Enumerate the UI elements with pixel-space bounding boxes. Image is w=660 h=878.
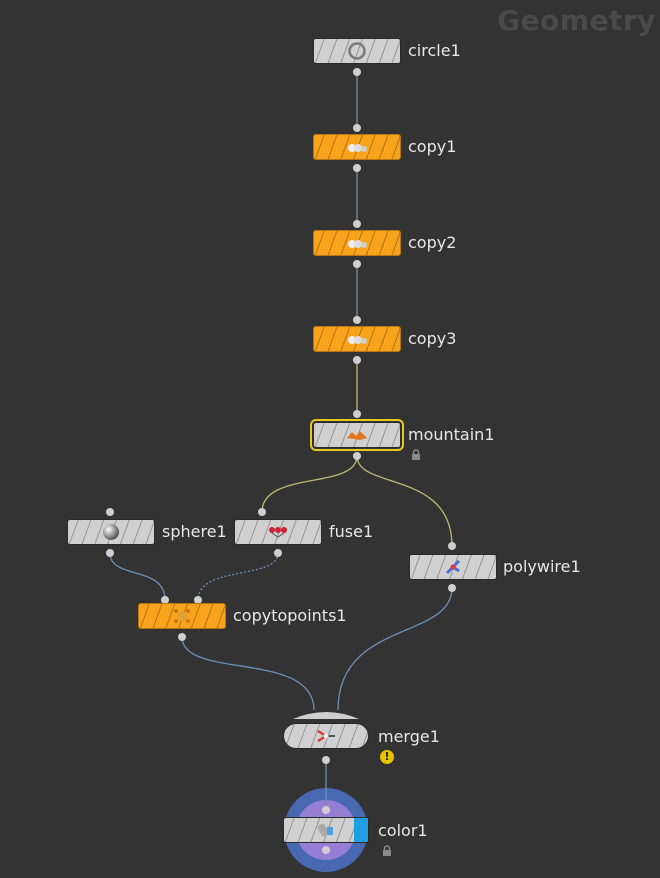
copy3-node[interactable] — [313, 326, 401, 352]
fuse-icon — [267, 522, 289, 542]
copy3-input-port[interactable] — [353, 316, 361, 324]
color1-lock-icon[interactable] — [381, 845, 393, 857]
polywire1-output-port[interactable] — [448, 584, 456, 592]
circle-icon — [346, 41, 368, 61]
mountain1-lock-icon[interactable] — [410, 449, 422, 461]
fuse1-input-port[interactable] — [258, 508, 266, 516]
copy3-label[interactable]: copy3 — [408, 329, 457, 348]
polywire1-input-port[interactable] — [448, 542, 456, 550]
copytopoints1-input-port-1[interactable] — [161, 596, 169, 604]
copy3-output-port[interactable] — [353, 356, 361, 364]
merge1-label[interactable]: merge1 — [378, 727, 440, 746]
wire-polywire1-merge1[interactable] — [337, 587, 453, 711]
merge1-node[interactable] — [283, 723, 369, 749]
copy2-node[interactable] — [313, 230, 401, 256]
sphere1-output-port[interactable] — [106, 549, 114, 557]
polywire1-label[interactable]: polywire1 — [503, 557, 581, 576]
copytopoints1-label[interactable]: copytopoints1 — [233, 606, 347, 625]
copytopoints1-node[interactable] — [138, 603, 226, 629]
network-context-title: Geometry — [497, 4, 656, 37]
color1-input-port[interactable] — [322, 806, 330, 814]
color-icon — [315, 820, 337, 840]
copy-spheres-icon — [346, 329, 368, 349]
sphere-icon — [100, 522, 122, 542]
polywire-icon — [442, 557, 464, 577]
fuse1-output-port[interactable] — [274, 549, 282, 557]
merge1-input-bar[interactable] — [291, 707, 361, 721]
merge1-output-port[interactable] — [322, 756, 330, 764]
circle1-output-port[interactable] — [353, 68, 361, 76]
color1-label[interactable]: color1 — [378, 821, 428, 840]
copytopoints1-input-port-2[interactable] — [194, 596, 202, 604]
mountain1-node[interactable] — [310, 419, 404, 451]
color1-node[interactable] — [283, 817, 369, 843]
circle1-node[interactable] — [313, 38, 401, 64]
sphere1-label[interactable]: sphere1 — [162, 522, 227, 541]
wire-copytopoints1-merge1[interactable] — [181, 636, 315, 711]
color1-display-flag[interactable] — [354, 818, 368, 842]
copy1-label[interactable]: copy1 — [408, 137, 457, 156]
copy1-output-port[interactable] — [353, 164, 361, 172]
merge-icon — [315, 726, 337, 746]
merge1-warning-icon[interactable]: ! — [380, 750, 394, 764]
mountain1-label[interactable]: mountain1 — [408, 425, 495, 444]
wire-fuse1-copytopoints1[interactable] — [197, 552, 279, 601]
copytopoints1-output-port[interactable] — [178, 633, 186, 641]
mountain1-output-port[interactable] — [353, 452, 361, 460]
sphere1-input-port[interactable] — [106, 508, 114, 516]
mountain-icon — [346, 425, 368, 445]
mountain1-input-port[interactable] — [353, 410, 361, 418]
copy-spheres-icon — [346, 233, 368, 253]
copy2-output-port[interactable] — [353, 260, 361, 268]
circle1-label[interactable]: circle1 — [408, 41, 461, 60]
wire-sphere1-copytopoints1[interactable] — [109, 552, 166, 601]
fuse1-label[interactable]: fuse1 — [329, 522, 374, 541]
copytopoints-icon — [171, 606, 193, 626]
copy-spheres-icon — [346, 137, 368, 157]
copy2-label[interactable]: copy2 — [408, 233, 457, 252]
sphere1-node[interactable] — [67, 519, 155, 545]
wire-mountain1-fuse1[interactable] — [261, 455, 358, 513]
copy1-node[interactable] — [313, 134, 401, 160]
polywire1-node[interactable] — [409, 554, 497, 580]
fuse1-node[interactable] — [234, 519, 322, 545]
color1-output-port[interactable] — [322, 846, 330, 854]
wire-mountain1-polywire1[interactable] — [356, 455, 453, 547]
copy1-input-port[interactable] — [353, 124, 361, 132]
copy2-input-port[interactable] — [353, 220, 361, 228]
